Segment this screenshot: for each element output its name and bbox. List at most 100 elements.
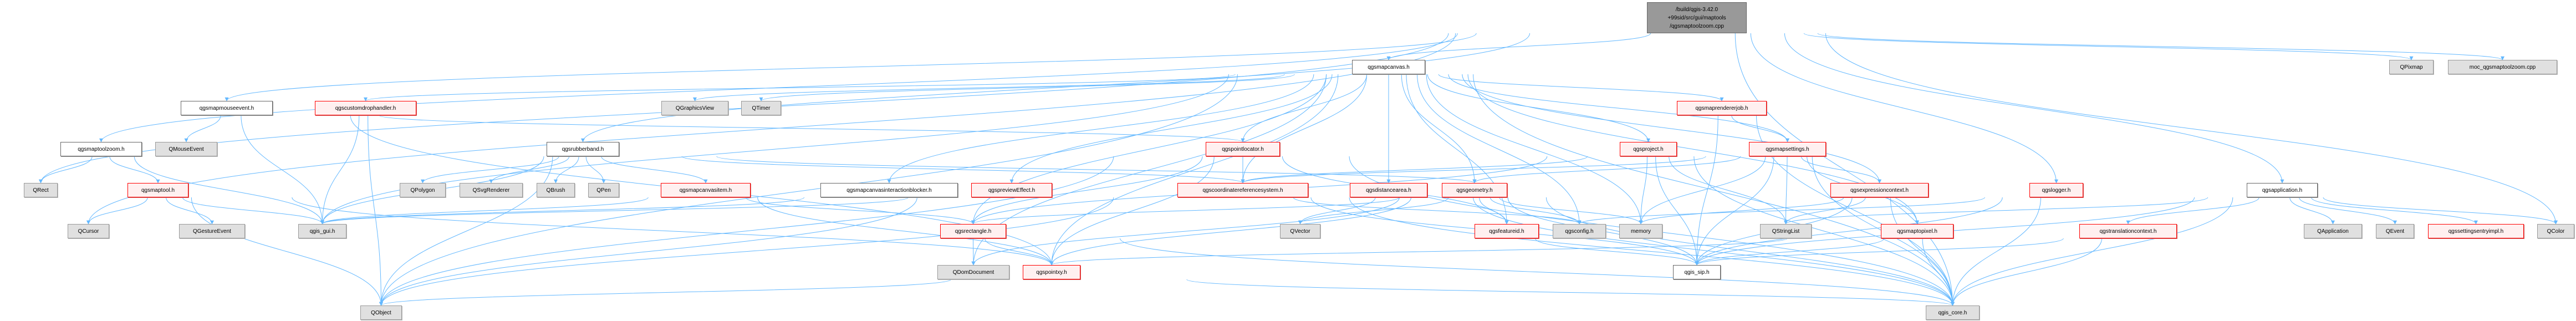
edge-qgsgeometry-to-qgis_core [1545, 197, 1955, 306]
node-qpen[interactable]: QPen [588, 183, 619, 197]
edge-qgsmaptool-to-qgis_gui [182, 197, 324, 225]
edge-qgsmapcanvas-to-qgscoordinatereferencesystem [1241, 74, 1368, 184]
node-qgraphicsview[interactable]: QGraphicsView [661, 101, 728, 115]
edge-main-to-qgsrubberband [581, 33, 1531, 142]
node-memory[interactable]: memory [1619, 224, 1662, 238]
node-qcolor[interactable]: QColor [2537, 224, 2574, 238]
node-qgsdistancearea[interactable]: qgsdistancearea.h [1350, 183, 1427, 197]
node-qvector[interactable]: QVector [1280, 224, 1320, 238]
node-qgstranslationcontext[interactable]: qgstranslationcontext.h [2079, 224, 2177, 238]
edge-main-to-QColor [1825, 33, 2558, 225]
node-qmouseevent[interactable]: QMouseEvent [155, 142, 217, 156]
node-qgsprevieweffect[interactable]: qgspreviewEffect.h [971, 183, 1052, 197]
edge-qgsmapcanvas-to-qgspreviewEffect [1009, 74, 1333, 184]
node-qcursor[interactable]: QCursor [68, 224, 109, 238]
edge-qgsmapsettings-to-qgsexpressioncontext [1800, 156, 1881, 184]
edge-qgscoordinatereferencesystem-to-QObject [379, 197, 1114, 306]
edge-qgsmapsettings-to-QStringList [1784, 156, 1788, 225]
edge-qgsapplication-to-QColor [2323, 197, 2558, 225]
edge-qgsmaptopixel-to-qgis_core [1922, 238, 1955, 306]
node-qobject[interactable]: QObject [360, 305, 402, 320]
node-qgscustomdrophandler[interactable]: qgscustomdrophandler.h [315, 101, 416, 115]
edge-qgsdistancearea-to-qgis_core [1473, 197, 1955, 306]
edge-qgsmapcanvas-to-qgspointlocator [1241, 74, 1368, 142]
node-qgsexpressioncontext[interactable]: qgsexpressioncontext.h [1830, 183, 1929, 197]
node-qgis-sip[interactable]: qgis_sip.h [1673, 265, 1721, 279]
edge-qgsmapcanvasitem-to-qgspointxy [757, 197, 1054, 266]
edge-qgsmaptoolzoom-to-qgsmaptool [109, 156, 160, 184]
node-qgsfeatureid[interactable]: qgsfeatureid.h [1475, 224, 1539, 238]
edge-qgstranslationcontext-to-qgis_core [1951, 238, 2103, 306]
node-qgsapplication[interactable]: qgsapplication.h [2247, 183, 2318, 197]
node-qevent[interactable]: QEvent [2376, 224, 2414, 238]
node-qsvgrenderer[interactable]: QSvgRenderer [460, 183, 523, 197]
node-qgscoordinatereferencesystem[interactable]: qgscoordinatereferencesystem.h [1177, 183, 1308, 197]
edge-qgsmaptool-to-QObject [191, 197, 383, 306]
edge-qgsproject-to-memory [1639, 156, 1647, 225]
edge-qgsmapcanvas-to-qgsconfig [1417, 74, 1582, 225]
node-qgssettingsentryimpl[interactable]: qgssettingsentryimpl.h [2428, 224, 2524, 238]
edge-qgsrubberband-to-QPolygon [421, 156, 559, 184]
edge-qgsmapmouseevent-to-qgspointlocator [379, 115, 1245, 142]
edge-qgsmapmouseevent-to-QMouseEvent [184, 115, 221, 142]
edge-qgsmapcanvasitem-to-qgsrectangle [745, 197, 975, 225]
edge-qgslogger-to-qgsconfig [1577, 197, 1985, 225]
node-qbrush[interactable]: QBrush [537, 183, 575, 197]
edge-qgscustomdrophandler-to-QObject [368, 115, 383, 306]
node-qpolygon[interactable]: QPolygon [400, 183, 446, 197]
edge-qgspointxy-to-QObject [379, 279, 952, 306]
node-qgspointxy[interactable]: qgspointxy.h [1023, 265, 1080, 279]
node-qgsmaptoolzoom[interactable]: qgsmaptoolzoom.h [60, 142, 142, 156]
edge-qgsapplication-to-qgstranslationcontext [2126, 197, 2259, 225]
node-qgsmapcanvasinteractionblocker[interactable]: qgsmapcanvasinteractionblocker.h [820, 183, 958, 197]
edge-qgsrubberband-to-qgsmapcanvasitem [601, 156, 708, 184]
node-qstringlist[interactable]: QStringList [1760, 224, 1812, 238]
edge-main-to-qgis_core [1735, 33, 1955, 306]
node-qgsmapsettings[interactable]: qgsmapsettings.h [1749, 142, 1826, 156]
edge-qgsrectangle-to-qgspointxy [985, 238, 1054, 266]
node-qgsmapcanvasitem[interactable]: qgsmapcanvasitem.h [661, 183, 751, 197]
node-qgsmapcanvas[interactable]: qgsmapcanvas.h [1352, 60, 1425, 74]
node-qgsrectangle[interactable]: qgsrectangle.h [940, 224, 1006, 238]
node-qgsgeometry[interactable]: qgsgeometry.h [1442, 183, 1507, 197]
node-qtimer[interactable]: QTimer [741, 101, 781, 115]
edge-qgsmapsettings-to-qgis_sip [1695, 156, 1774, 266]
edge-qgsmapsettings-to-memory [1639, 156, 1766, 225]
edge-qgsmapcanvas-to-qgsmapsettings [1448, 74, 1789, 142]
edge-qgscustomdrophandler-to-qgis_gui [320, 115, 360, 225]
edge-qgsapplication-to-QStringList [1784, 197, 2208, 225]
node-moc[interactable]: moc_qgsmaptoolzoom.cpp [2448, 60, 2557, 74]
edge-qgsmapcanvas-to-QGraphicsView [693, 74, 1285, 101]
edge-qgsrubberband-to-QPen [585, 156, 606, 184]
node-qgsmaptool[interactable]: qgsmaptool.h [127, 183, 188, 197]
edge-qgscoordinatereferencesystem-to-qgis_core [1349, 197, 1955, 306]
node-qgspointlocator[interactable]: qgspointlocator.h [1206, 142, 1280, 156]
node-qpixmap[interactable]: QPixmap [2389, 60, 2434, 74]
node-qgsconfig[interactable]: qgsconfig.h [1553, 224, 1606, 238]
node-qgsproject[interactable]: qgsproject.h [1620, 142, 1677, 156]
node-qgsmapmouseevent[interactable]: qgsmapmouseevent.h [181, 101, 273, 115]
edge-qgsproject-to-QStringList [1669, 156, 1788, 225]
node-qgsmaprendererjob[interactable]: qgsmaprendererjob.h [1677, 101, 1767, 115]
node-qgis-gui[interactable]: qgis_gui.h [298, 224, 346, 238]
edge-qgsfeatureid-to-qgis_sip [1534, 238, 1699, 266]
edge-qgsmaprendererjob-to-qgis_sip [1695, 115, 1718, 266]
node-qgsrubberband[interactable]: qgsrubberband.h [547, 142, 619, 156]
edge-qgsapplication-to-QEvent [2299, 197, 2397, 225]
edge-qgsmaptool-to-qgspointxy [292, 197, 1054, 266]
edge-qgspreviewEffect-to-QObject [379, 197, 917, 306]
node-main[interactable]: /build/qgis-3.42.0+99sid/src/gui/maptool… [1647, 2, 1747, 33]
node-qapplication[interactable]: QApplication [2304, 224, 2362, 238]
node-qgslogger[interactable]: qgslogger.h [2029, 183, 2083, 197]
edge-qgstranslationcontext-to-qgis_sip [1695, 238, 2064, 266]
node-qrect[interactable]: QRect [24, 183, 58, 197]
node-qgsmaptopixel[interactable]: qgsmaptopixel.h [1881, 224, 1953, 238]
edge-qgsrubberband-to-qgsgeometry [716, 156, 1477, 184]
node-qgis-core[interactable]: qgis_core.h [1926, 305, 1980, 320]
edge-qgsgeometry-to-memory [1499, 197, 1643, 225]
edge-qgsmapmouseevent-to-qgis_gui [241, 115, 324, 225]
node-qgestureevent[interactable]: QGestureEvent [179, 224, 245, 238]
node-qdomdocument[interactable]: QDomDocument [937, 265, 1009, 279]
edge-qgsmapsettings-to-qgscoordinatereferencesystem [1241, 156, 1706, 184]
